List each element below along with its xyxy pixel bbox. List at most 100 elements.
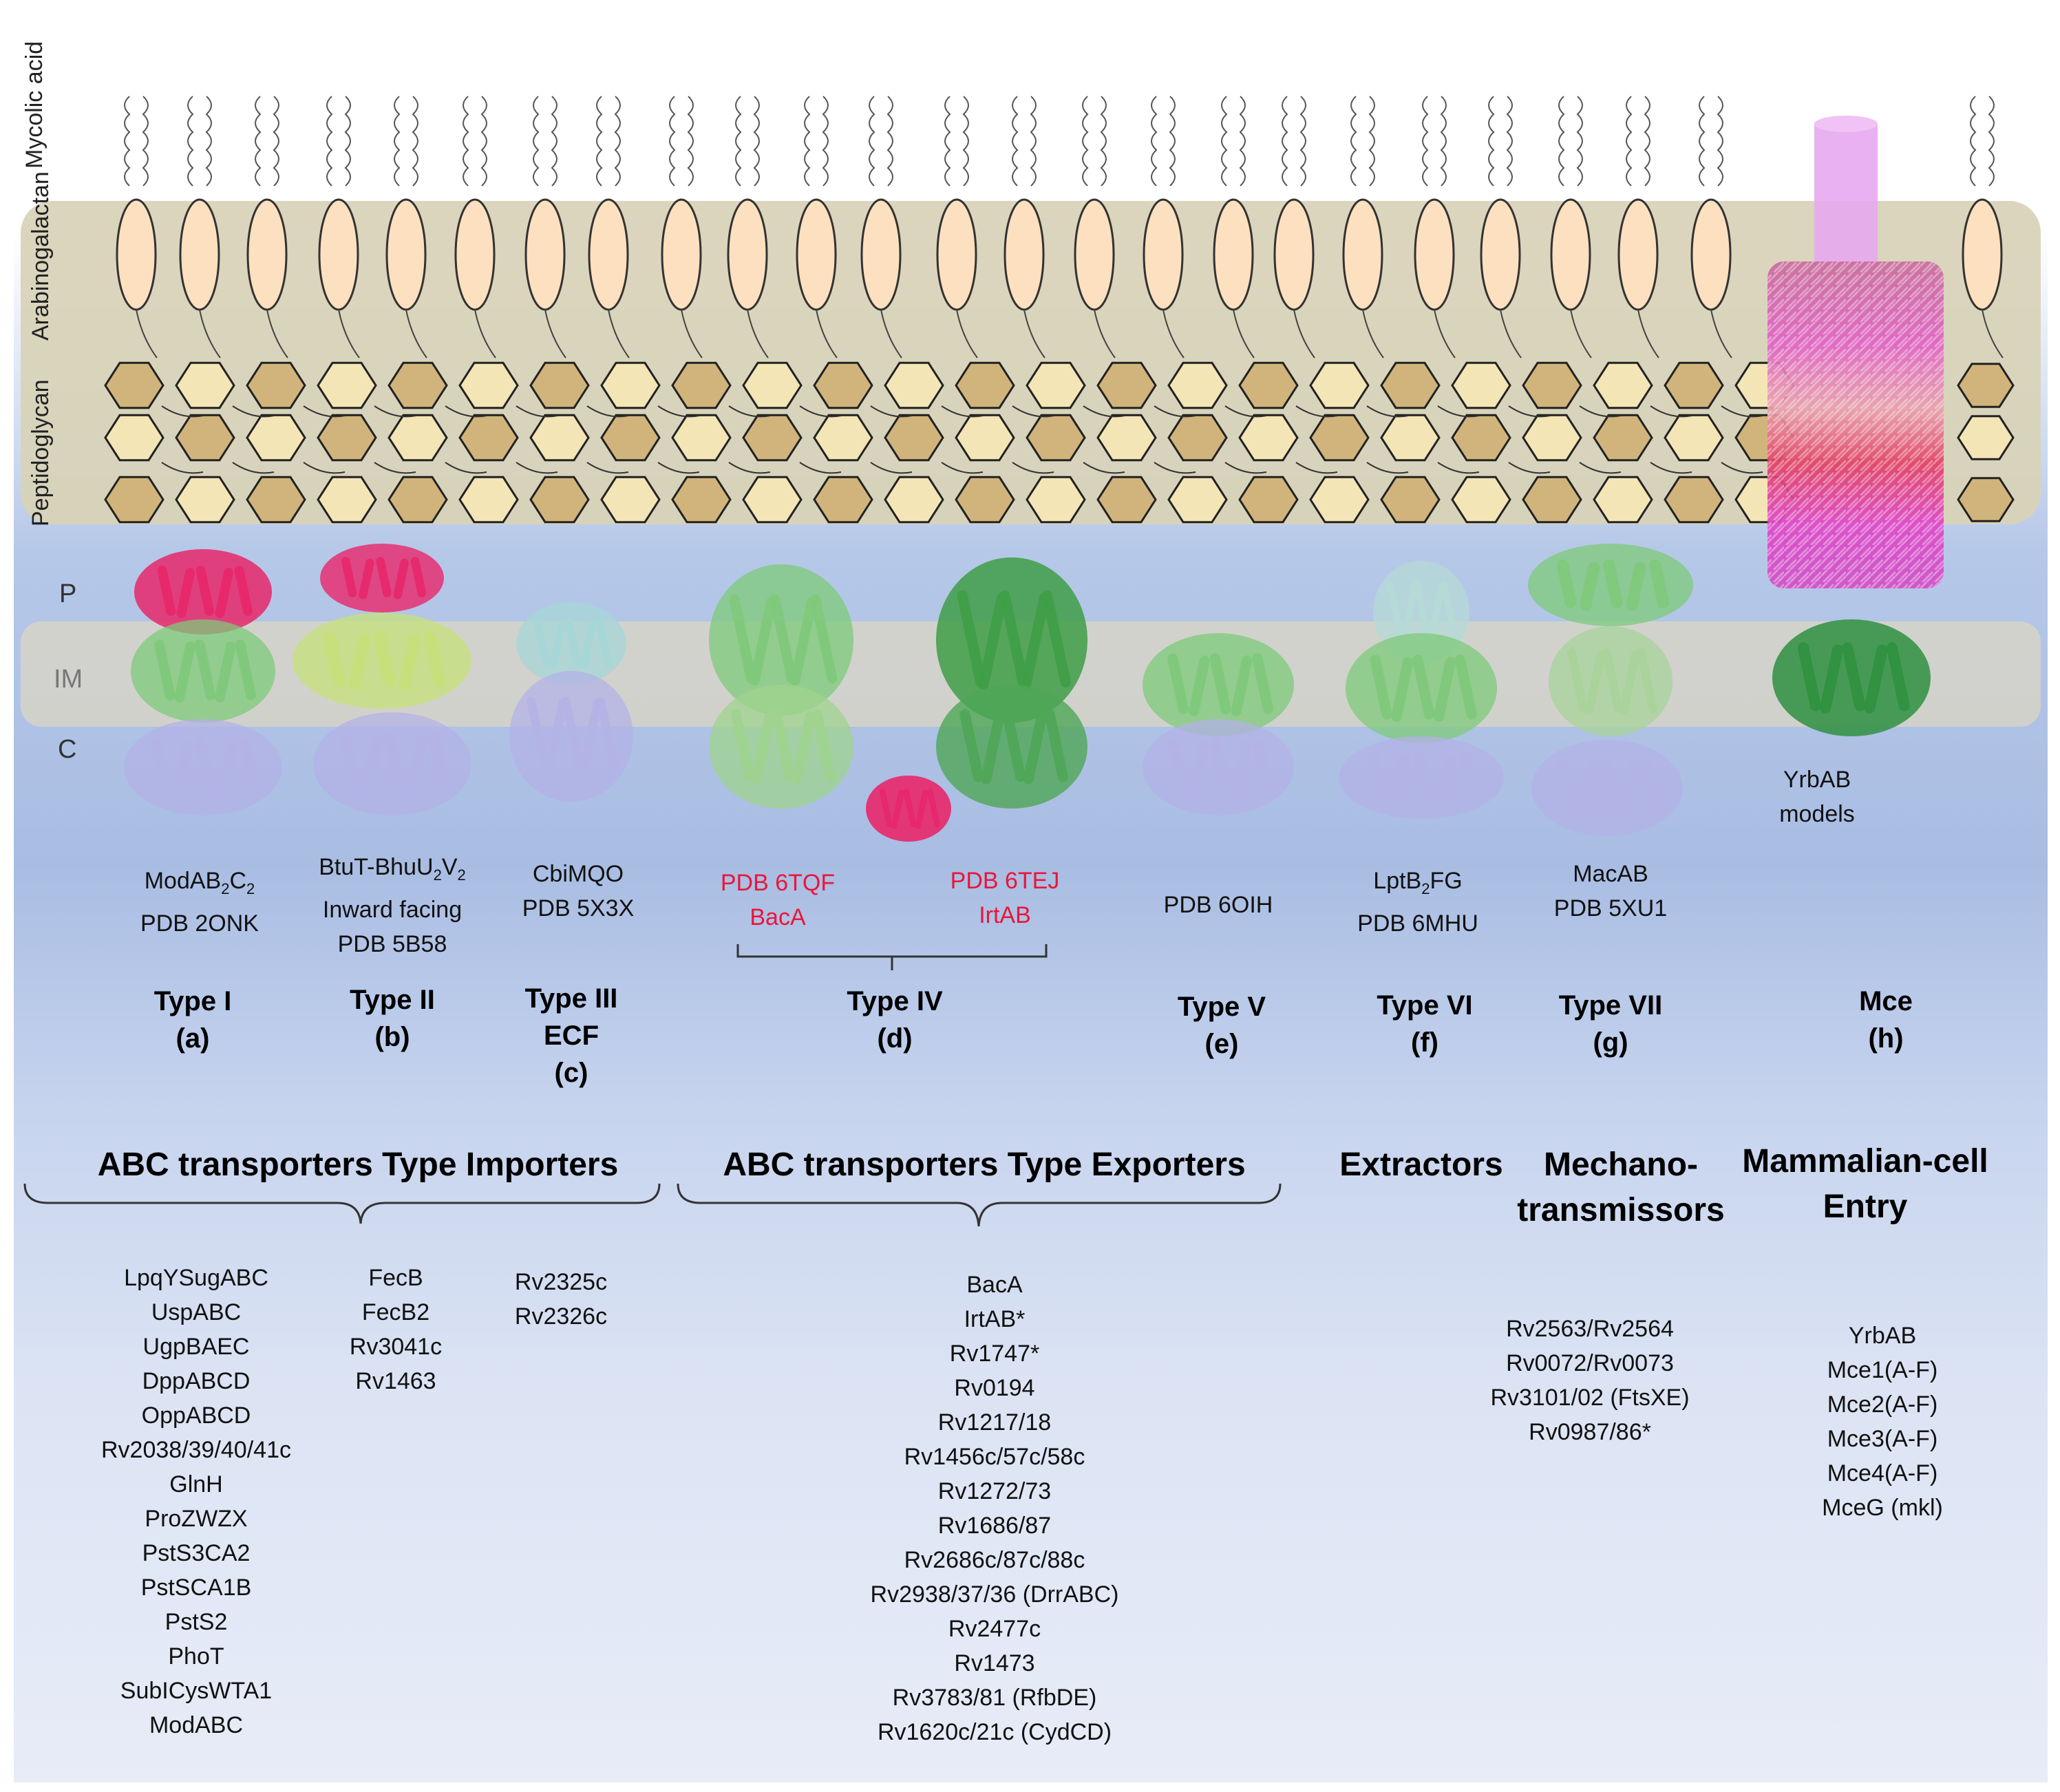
peptidoglycan-unit xyxy=(175,414,235,462)
peptidoglycan-unit xyxy=(529,414,590,462)
type-letter: (a) xyxy=(176,1023,210,1054)
lipid xyxy=(727,96,769,359)
peptidoglycan-unit xyxy=(104,361,164,409)
peptidoglycan-unit xyxy=(742,414,803,462)
structure-label-type-iv-bacA: PDB 6TQF BacA xyxy=(702,866,853,935)
peptidoglycan-unit xyxy=(1593,414,1653,462)
gene-item: Rv1456c/57c/58c xyxy=(904,1444,1085,1470)
gene-item: FecB xyxy=(368,1265,423,1291)
structure-name: CbiMQO xyxy=(532,861,624,887)
peptidoglycan-unit xyxy=(458,476,519,524)
peptidoglycan-unit xyxy=(1309,361,1370,409)
peptidoglycan-unit xyxy=(1096,361,1157,409)
peptidoglycan-unit xyxy=(1238,476,1299,524)
protein-domain xyxy=(516,602,626,685)
lipid xyxy=(1690,96,1732,359)
structure-label-type-iv-irtAB: PDB 6TEJ IrtAB xyxy=(929,864,1081,932)
type-letter: (h) xyxy=(1868,1023,1904,1054)
label-arabinogalactan: Arabinogalactan xyxy=(28,171,54,341)
gene-item: Rv1686/87 xyxy=(937,1513,1052,1539)
gene-item: PstS2 xyxy=(164,1609,228,1635)
structure-pdb: PDB 6TQF xyxy=(720,870,836,896)
peptidoglycan-unit xyxy=(1380,414,1441,462)
gene-item: Rv1463 xyxy=(355,1368,436,1394)
type-heading-i: Type I (a) xyxy=(124,983,262,1057)
type-title: Type IV xyxy=(847,986,943,1016)
type-letter: (b) xyxy=(374,1022,410,1052)
peptidoglycan-unit xyxy=(600,476,661,524)
gene-item: Rv2477c xyxy=(948,1616,1041,1642)
gene-item: Rv2326c xyxy=(514,1303,608,1330)
peptidoglycan-unit xyxy=(246,476,306,524)
structure-name: YrbAB xyxy=(1783,767,1851,793)
peptidoglycan-unit xyxy=(1096,476,1157,524)
peptidoglycan-hexagons xyxy=(104,361,2015,524)
lipid xyxy=(116,96,158,359)
gene-item: Mce4(A-F) xyxy=(1827,1460,1938,1486)
peptidoglycan-unit xyxy=(813,414,873,462)
structure-pdb: PDB 5XU1 xyxy=(1553,895,1668,921)
gene-item: PstS3CA2 xyxy=(142,1540,251,1566)
peptidoglycan-unit xyxy=(1167,476,1228,524)
lipid xyxy=(1004,96,1045,359)
category-extractors: Extractors xyxy=(1339,1146,1503,1183)
label-mycolic-acid: Mycolic acid xyxy=(21,41,47,169)
protein-domain xyxy=(1346,633,1497,743)
peptidoglycan-unit xyxy=(1522,476,1582,524)
gene-item: Rv3041c xyxy=(349,1334,443,1360)
lipid xyxy=(385,96,427,359)
gene-item: BacA xyxy=(966,1272,1023,1298)
peptidoglycan-unit xyxy=(813,476,873,524)
type-heading-ii: Type II (b) xyxy=(323,981,461,1056)
peptidoglycan-unit xyxy=(1522,414,1582,462)
gene-item: Rv2686c/87c/88c xyxy=(904,1547,1085,1573)
structure-label-type-vii: MacAB PDB 5XU1 xyxy=(1535,857,1686,926)
peptidoglycan-unit xyxy=(246,414,306,462)
gene-item: ProZWZX xyxy=(145,1506,248,1532)
protein-domain xyxy=(509,671,633,802)
type-heading-iii: Type III ECF (c) xyxy=(502,980,640,1091)
structure-name: IrtAB xyxy=(979,902,1031,928)
label-periplasm: P xyxy=(59,579,77,608)
peptidoglycan-unit xyxy=(1451,476,1511,524)
gene-item: Rv1272/73 xyxy=(937,1478,1052,1504)
gene-item: Mce1(A-F) xyxy=(1827,1357,1938,1383)
type-heading-mce: Mce (h) xyxy=(1817,983,1955,1057)
type-letter: (f) xyxy=(1411,1027,1438,1058)
type-sub: ECF xyxy=(544,1021,599,1051)
peptidoglycan-unit xyxy=(246,361,306,409)
peptidoglycan-unit xyxy=(1593,361,1653,409)
structure-label-type-v: PDB 6OIH xyxy=(1143,888,1294,922)
protein-domain xyxy=(1143,633,1294,736)
structure-pdb: PDB 6TEJ xyxy=(950,868,1060,894)
peptidoglycan-unit xyxy=(1026,361,1086,409)
structure-label-mce: YrbAB models xyxy=(1748,762,1886,831)
transporter-structures xyxy=(124,544,1931,842)
peptidoglycan-unit xyxy=(387,414,448,462)
peptidoglycan-unit xyxy=(671,414,732,462)
gene-item: GlnH xyxy=(169,1471,223,1497)
structure-label-type-vi: LptB2FG PDB 6MHU xyxy=(1339,864,1497,941)
lipid xyxy=(1342,96,1384,359)
peptidoglycan-unit xyxy=(458,414,519,462)
category-line-2: Entry xyxy=(1823,1188,1908,1225)
type-title: Type VI xyxy=(1377,990,1473,1021)
structure-pdb: PDB 5X3X xyxy=(522,895,635,921)
peptidoglycan-unit xyxy=(1238,361,1299,409)
type-heading-v: Type V (e) xyxy=(1153,988,1291,1063)
peptidoglycan-unit xyxy=(600,361,661,409)
protein-domain xyxy=(134,549,272,634)
structure-pdb: PDB 2ONK xyxy=(140,910,259,937)
gene-item: LpqYSugABC xyxy=(124,1265,268,1291)
peptidoglycan-unit xyxy=(104,414,164,462)
type-title: Type I xyxy=(153,986,232,1016)
type-letter: (e) xyxy=(1204,1029,1239,1059)
protein-domain xyxy=(124,719,282,815)
structure-label-type-ii: BtuT-BhuU2V2 Inward facing PDB 5B58 xyxy=(296,850,489,961)
type-letter: (c) xyxy=(554,1058,588,1088)
